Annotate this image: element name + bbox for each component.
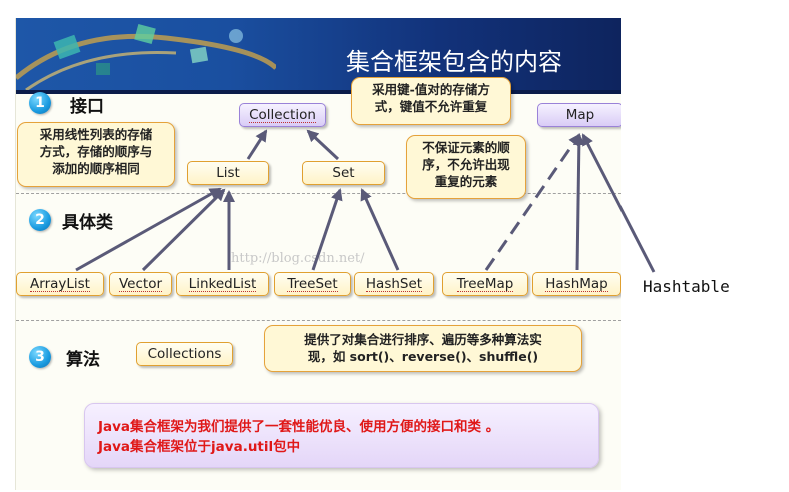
hashtable-arrow-extension <box>0 0 789 492</box>
